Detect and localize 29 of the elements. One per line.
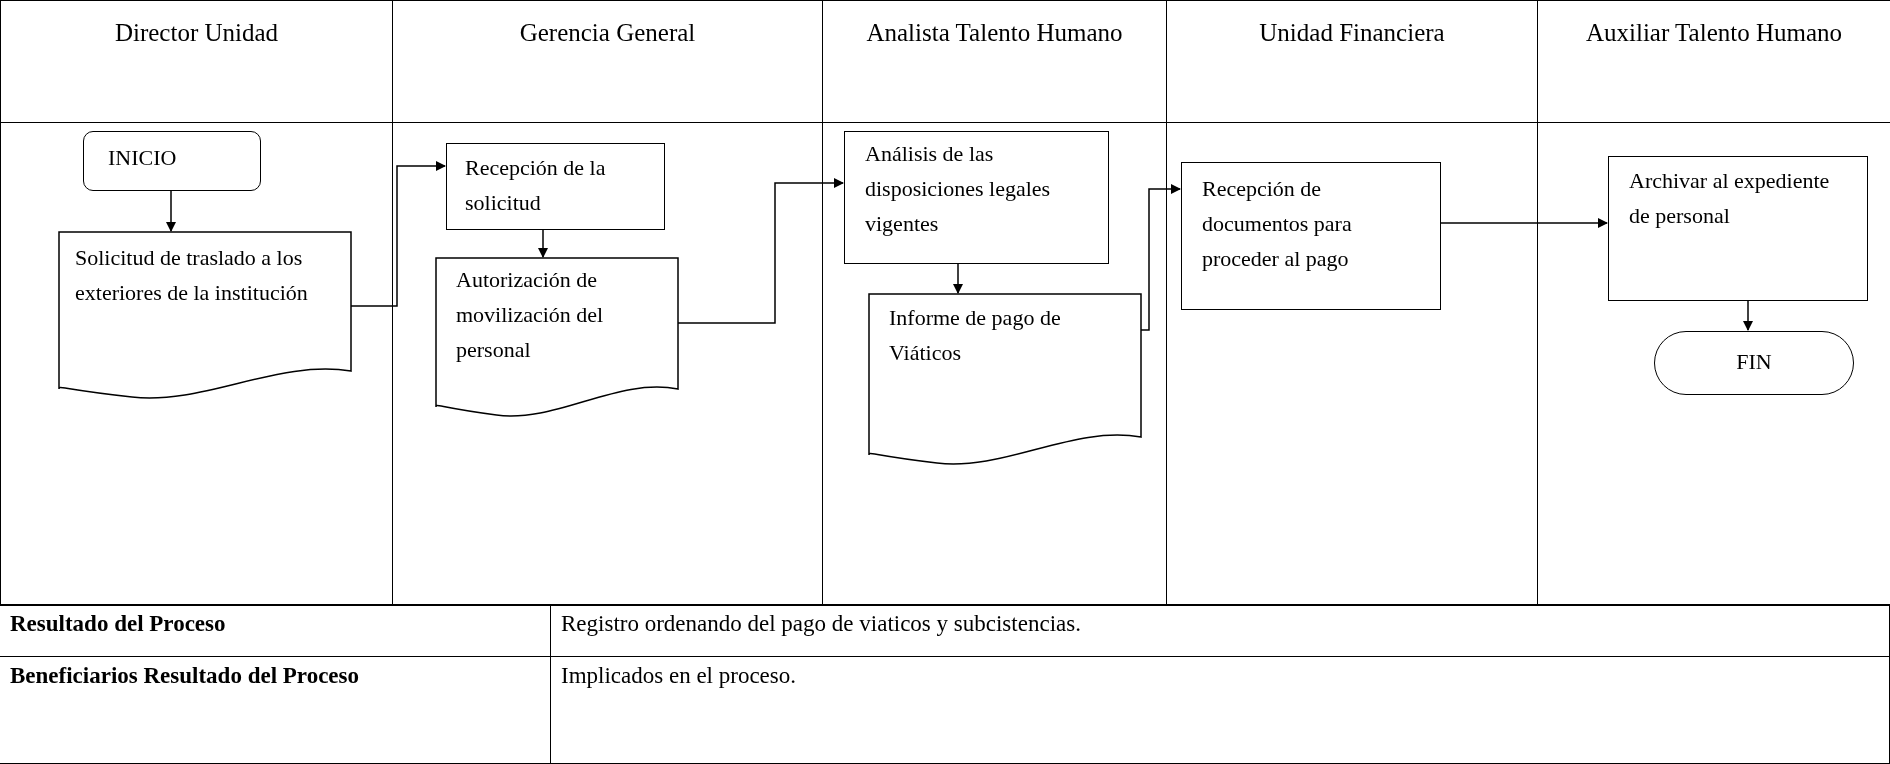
swimlane	[1166, 0, 1538, 606]
swimlane	[392, 0, 823, 606]
document-shape: Autorización de movilización del personal	[436, 258, 678, 417]
lane-heading: Unidad Financiera	[1259, 19, 1445, 46]
lane-heading: Gerencia General	[519, 19, 696, 46]
arrow	[953, 262, 963, 294]
lane-heading: Analista Talento Humano	[866, 19, 1123, 46]
lane-heading: Auxiliar Talento Humano	[1585, 19, 1843, 46]
document-shape: Solicitud de traslado a los exteriores de la institución	[59, 232, 351, 399]
arrow	[1139, 184, 1181, 331]
arrow	[166, 189, 176, 232]
process-box: Análisis de las disposiciones legales vigentes	[844, 131, 1109, 264]
table-cell: Registro ordenando del pago de viaticos y subcistencias.	[550, 604, 1890, 657]
table-cell: Implicados en el proceso.	[550, 656, 1890, 764]
swimlane	[1537, 0, 1890, 606]
end-terminator: FIN	[1654, 331, 1854, 395]
arrow	[538, 228, 548, 258]
arrow	[1439, 218, 1608, 228]
swimlane	[0, 0, 393, 606]
process-box: Recepción de documentos para proceder al pago	[1181, 162, 1441, 310]
swimlane	[822, 0, 1167, 606]
arrow	[1743, 299, 1753, 331]
process-box: Archivar al expediente de personal	[1608, 156, 1868, 301]
arrow	[676, 178, 844, 324]
lane-heading: Director Unidad	[114, 19, 279, 46]
document-shape: Informe de pago de Viáticos	[869, 294, 1141, 465]
process-box: Recepción de la solicitud	[446, 143, 665, 230]
arrow	[349, 161, 446, 307]
start-terminator: INICIO	[83, 131, 261, 191]
